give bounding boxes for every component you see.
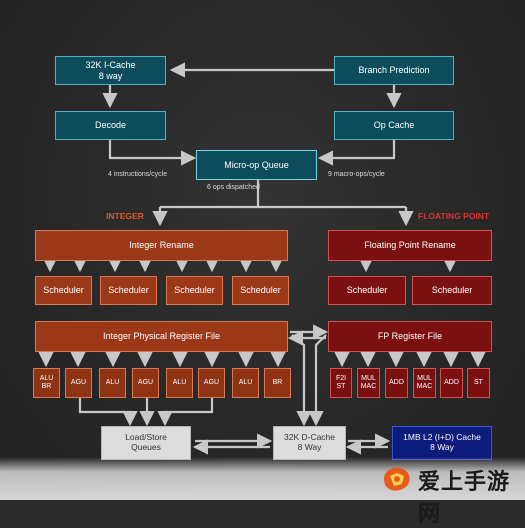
int-scheduler-2: Scheduler <box>100 276 157 305</box>
unit-line: ADD <box>444 378 459 386</box>
decode-box: Decode <box>55 111 166 140</box>
integer-section-title: INTEGER <box>106 211 144 221</box>
int-scheduler-label: Scheduler <box>174 285 215 296</box>
int-scheduler-4: Scheduler <box>232 276 289 305</box>
watermark-logo-icon <box>384 467 410 491</box>
micro-op-queue-label: Micro-op Queue <box>224 159 289 170</box>
unit-line: F2I <box>335 374 347 382</box>
int-scheduler-1: Scheduler <box>35 276 92 305</box>
fp-section-title: FLOATING POINT <box>418 211 490 221</box>
int-scheduler-label: Scheduler <box>108 285 149 296</box>
fp-register-file-box: FP Register File <box>328 321 492 352</box>
load-store-line: Load/Store <box>125 432 167 443</box>
int-scheduler-label: Scheduler <box>43 285 84 296</box>
fp-unit-add-1: ADD <box>385 368 408 398</box>
branch-prediction-box: Branch Prediction <box>334 56 454 85</box>
int-unit-agu-2: AGU <box>132 368 159 398</box>
unit-line: ST <box>474 378 483 386</box>
int-register-file-box: Integer Physical Register File <box>35 321 288 352</box>
dcache-line: 8 Way <box>297 442 322 452</box>
op-cache-label: Op Cache <box>373 120 415 131</box>
l2-line: 1MB L2 (I+D) Cache <box>403 432 481 443</box>
unit-line: AGU <box>70 378 87 386</box>
icache-ways: 8 way <box>98 70 123 81</box>
op-cache-box: Op Cache <box>334 111 454 140</box>
unit-line: MUL <box>361 374 376 382</box>
unit-line: ADD <box>389 378 404 386</box>
unit-line: AGU <box>137 378 154 386</box>
fp-scheduler-label: Scheduler <box>431 285 473 296</box>
watermark-text: 爱上手游网 <box>418 470 511 527</box>
icache-label: 32K I-Cache <box>85 60 136 71</box>
int-unit-agu-3: AGU <box>198 368 225 398</box>
connector-arrows <box>38 62 486 455</box>
unit-line: MAC <box>360 383 377 390</box>
unit-line: ALU <box>172 378 187 386</box>
unit-line: ALU <box>105 378 120 386</box>
dispatch-rate-label: 6 ops dispatched <box>207 184 260 191</box>
int-unit-agu-1: AGU <box>65 368 92 398</box>
fp-scheduler-1: Scheduler <box>328 276 406 305</box>
fp-rename-box: Floating Point Rename <box>328 230 492 261</box>
decode-rate-label: 4 instructions/cycle <box>108 171 168 178</box>
decode-label: Decode <box>94 120 127 131</box>
l2-line: 8 Way <box>430 442 454 452</box>
watermark-band <box>0 457 525 500</box>
fp-unit-st: ST <box>467 368 490 398</box>
unit-line: AGU <box>203 378 220 386</box>
integer-rename-label: Integer Rename <box>129 240 194 251</box>
fp-register-file-label: FP Register File <box>377 331 443 342</box>
load-store-line: Queues <box>131 442 161 452</box>
fp-rename-label: Floating Point Rename <box>364 240 456 251</box>
fp-unit-add-2: ADD <box>440 368 463 398</box>
integer-rename-box: Integer Rename <box>35 230 288 261</box>
int-unit-alu-3: ALU <box>166 368 193 398</box>
branch-prediction-label: Branch Prediction <box>358 65 430 76</box>
unit-line: ALU <box>39 374 54 382</box>
fp-scheduler-label: Scheduler <box>346 285 388 296</box>
unit-line: BR <box>272 378 283 386</box>
int-scheduler-3: Scheduler <box>166 276 223 305</box>
unit-line: ST <box>336 383 346 390</box>
int-unit-alu-2: ALU <box>99 368 126 398</box>
icache-box: 32K I-Cache 8 way <box>55 56 166 85</box>
int-register-file-label: Integer Physical Register File <box>102 331 221 342</box>
int-unit-br: BR <box>264 368 291 398</box>
unit-line: ALU <box>238 378 253 386</box>
int-unit-alu-4: ALU <box>232 368 259 398</box>
op-cache-rate-label: 9 macro-ops/cycle <box>328 171 385 178</box>
unit-line: MAC <box>416 383 433 390</box>
dcache-line: 32K D-Cache <box>283 432 336 443</box>
int-scheduler-label: Scheduler <box>240 285 281 296</box>
unit-line: MUL <box>417 374 432 382</box>
unit-line: BR <box>41 383 52 390</box>
micro-op-queue-box: Micro-op Queue <box>196 150 317 180</box>
fp-scheduler-2: Scheduler <box>412 276 492 305</box>
